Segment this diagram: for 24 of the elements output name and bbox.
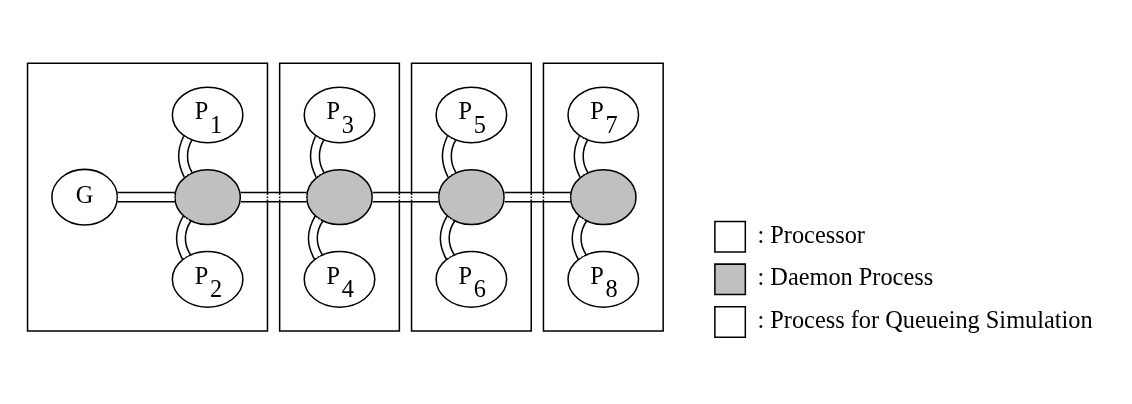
connector bbox=[307, 214, 324, 260]
connector bbox=[309, 134, 325, 178]
legend-label: : Daemon Process bbox=[757, 262, 934, 290]
cluster bbox=[278, 62, 401, 332]
connector bbox=[240, 191, 308, 202]
node-circle bbox=[174, 168, 242, 225]
connector bbox=[439, 214, 456, 260]
node-ellipse: G bbox=[51, 168, 119, 226]
cluster bbox=[542, 62, 664, 332]
connector bbox=[504, 191, 572, 202]
connector bbox=[372, 191, 440, 202]
connector bbox=[177, 134, 193, 178]
node-circle bbox=[437, 168, 505, 225]
connector bbox=[175, 214, 192, 260]
cluster bbox=[410, 62, 532, 332]
connector bbox=[573, 134, 589, 178]
connector bbox=[571, 214, 588, 260]
node-circle bbox=[306, 168, 373, 225]
connector bbox=[441, 134, 457, 178]
cluster bbox=[26, 62, 269, 332]
connector bbox=[116, 191, 176, 202]
node-circle bbox=[569, 168, 637, 225]
legend-label: : Process for Queueing Simulation bbox=[757, 305, 1093, 333]
legend-label: : Processor bbox=[757, 220, 865, 248]
